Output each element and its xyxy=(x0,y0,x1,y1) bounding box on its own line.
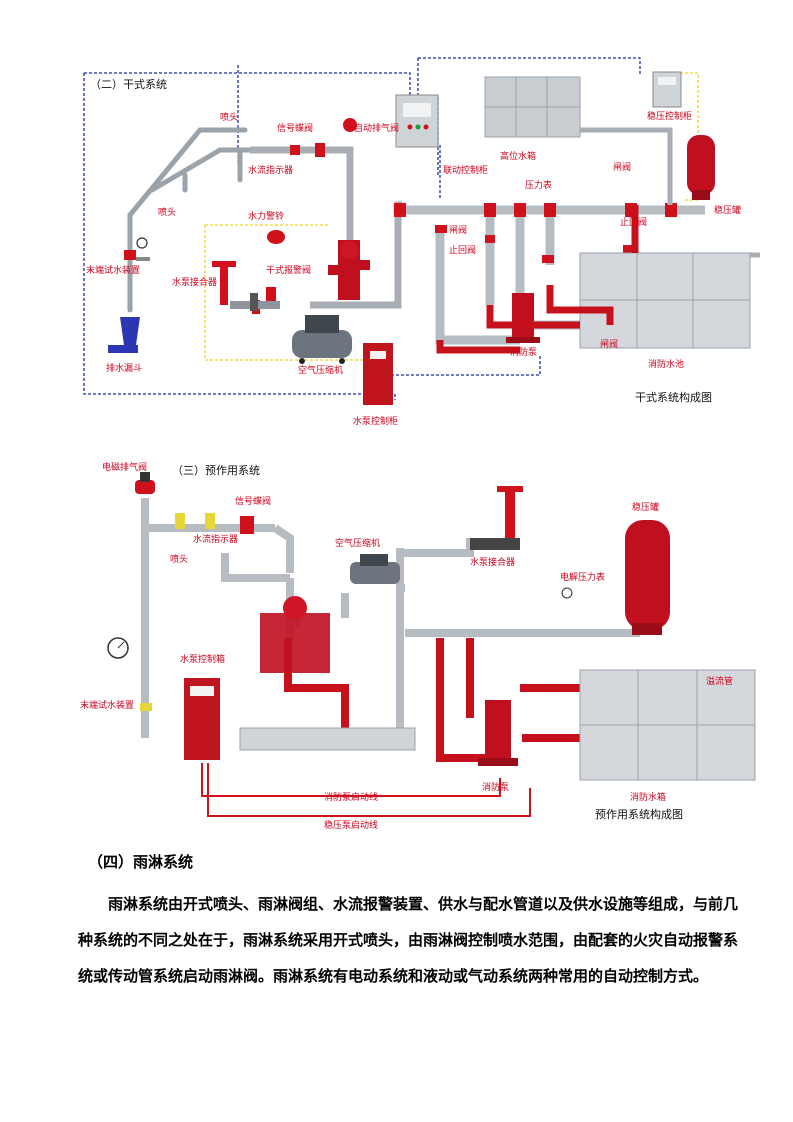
label-stab-tank-2: 稳压罐 xyxy=(632,501,659,513)
high-tank-graphic xyxy=(484,76,673,205)
electric-gauge-graphic xyxy=(561,587,573,599)
label-high-tank: 高位水箱 xyxy=(500,150,536,162)
control-lines xyxy=(201,763,531,817)
water-bell-graphic xyxy=(267,230,285,244)
fire-pool-graphic xyxy=(579,252,760,349)
preaction-caption: 预作用系统构成图 xyxy=(595,807,683,821)
alarm-valve-body xyxy=(328,240,370,300)
label-check-valve-top: 止回阀 xyxy=(620,216,647,228)
preaction-stab-tank-graphic xyxy=(625,520,670,635)
end-test-graphic xyxy=(136,237,150,261)
preaction-system-figure: （三）预作用系统 预作用系统构成图 电磁排气阀 信号蝶阀 水流指示器 喷头 空气… xyxy=(80,458,760,833)
label-pump-control-box: 水泵控制箱 xyxy=(180,653,225,665)
label-pump-adapter-2: 水泵接合器 xyxy=(470,556,515,568)
label-sprinkler-mid: 喷头 xyxy=(158,207,176,218)
section-heading: （四）雨淋系统 xyxy=(88,853,194,871)
label-end-test: 末端试水装置 xyxy=(86,264,140,276)
label-electric-gauge: 电解压力表 xyxy=(560,571,605,583)
branch-pipes xyxy=(127,127,333,313)
drain-funnel-graphic xyxy=(108,317,140,353)
label-fire-pump: 消防泵 xyxy=(510,346,537,358)
label-flow-indicator: 水流指示器 xyxy=(248,164,293,176)
label-pump-adapter: 水泵接合器 xyxy=(172,276,217,288)
label-stab-start-line: 稳压泵启动线 xyxy=(324,819,378,831)
stab-tank-graphic xyxy=(687,135,715,200)
label-fire-pump-2: 消防泵 xyxy=(482,781,509,793)
label-alarm-valve: 干式报警阀 xyxy=(266,264,311,276)
label-sprinkler-2: 喷头 xyxy=(170,554,188,565)
label-pressure-gauge: 压力表 xyxy=(525,179,552,191)
preaction-valve-group xyxy=(239,596,416,751)
label-signal-valve-2: 信号蝶阀 xyxy=(235,495,271,507)
label-fire-tank: 消防水箱 xyxy=(630,791,666,803)
label-flow-indicator-2: 水流指示器 xyxy=(193,533,238,545)
label-overflow: 溢流管 xyxy=(706,675,733,687)
pump-cabinet-caption: 水泵控制柜 xyxy=(353,417,399,427)
label-gate-valve-2: 闸阀 xyxy=(449,225,467,236)
preaction-adapter-graphic xyxy=(470,486,523,550)
dry-system-title: （二）干式系统 xyxy=(90,78,167,91)
label-stab-tank: 稳压罐 xyxy=(714,204,741,216)
pump-adapter-graphic xyxy=(212,261,280,311)
label-signal-valve: 信号蝶阀 xyxy=(277,122,313,134)
stab-cabinet-graphic xyxy=(652,71,682,108)
preaction-compressor-graphic xyxy=(350,554,400,584)
label-sprinkler-top: 喷头 xyxy=(220,112,238,123)
preaction-fire-pump-graphic xyxy=(478,700,518,766)
linkage-cabinet-graphic xyxy=(395,94,439,148)
label-fire-pool: 消防水池 xyxy=(648,358,684,370)
dry-system-diagram: （二）干式系统 干式系统构成图 喷头 信号蝶阀 自动排气阀 联动控制柜 高位水箱… xyxy=(83,57,760,405)
preaction-title: （三）预作用系统 xyxy=(172,464,260,477)
sprinkler-graphics xyxy=(175,513,254,534)
label-gate-valve-3: 闸阀 xyxy=(600,339,618,350)
label-auto-vent: 自动排气阀 xyxy=(354,122,399,134)
dry-system-figure: （二）干式系统 干式系统构成图 喷头 信号蝶阀 自动排气阀 联动控制柜 高位水箱… xyxy=(80,55,760,405)
section-paragraph: 雨淋系统由开式喷头、雨淋阀组、水流报警装置、供水与配水管道以及供水设施等组成，与… xyxy=(78,895,739,985)
pump-cabinet-graphic xyxy=(363,343,393,405)
preaction-system-diagram: （三）预作用系统 预作用系统构成图 电磁排气阀 信号蝶阀 水流指示器 喷头 空气… xyxy=(80,461,756,831)
label-water-bell: 水力警铃 xyxy=(248,210,284,222)
label-air-compressor: 空气压缩机 xyxy=(298,364,343,376)
preaction-fire-tank-graphic xyxy=(579,669,756,781)
label-check-valve-mid: 止回阀 xyxy=(449,244,476,256)
label-pump-start-line: 消防泵启动线 xyxy=(324,791,378,803)
red-supply xyxy=(436,205,639,354)
label-gate-valve-1: 闸阀 xyxy=(613,162,631,173)
label-linkage-cabinet: 联动控制柜 xyxy=(443,164,488,176)
solenoid-vent-graphic xyxy=(135,472,155,494)
end-test-gauge-graphic xyxy=(107,637,152,711)
label-drain-funnel: 排水漏斗 xyxy=(106,362,142,374)
label-end-test-2: 末端试水装置 xyxy=(80,699,134,711)
label-air-compressor-2: 空气压缩机 xyxy=(335,537,380,549)
pump-control-box-graphic xyxy=(184,678,220,760)
label-solenoid-vent: 电磁排气阀 xyxy=(102,461,147,473)
air-compressor-graphic xyxy=(292,315,352,364)
dry-system-caption: 干式系统构成图 xyxy=(635,390,712,404)
label-stab-cabinet: 稳压控制柜 xyxy=(647,110,692,122)
